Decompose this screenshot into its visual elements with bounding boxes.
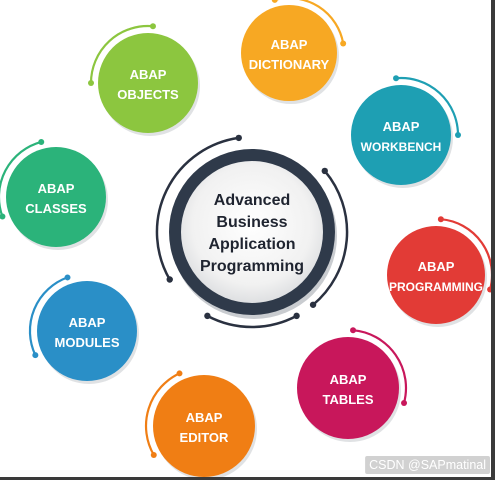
node-tables: ABAP TABLES <box>297 327 408 442</box>
center-disc <box>181 161 323 303</box>
node-circle <box>387 226 485 324</box>
frame-edge-right <box>491 0 495 480</box>
node-accent-dot <box>176 370 183 377</box>
center-arc-right-dot <box>321 167 328 175</box>
node-label-dictionary: DICTIONARY <box>249 57 330 72</box>
center-arc-bottom <box>206 314 298 329</box>
node-accent-dot <box>32 352 39 359</box>
center-outer-arcs <box>155 134 349 329</box>
center-title-line: Business <box>216 214 287 231</box>
watermark-backdrop <box>365 456 490 474</box>
node-accent-dot <box>271 0 278 3</box>
node-label-modules: ABAP <box>69 315 106 330</box>
node-circle <box>98 33 198 133</box>
node-accent-dot <box>149 23 156 30</box>
center-arc-right-dot <box>309 301 317 308</box>
center-title-line: Advanced <box>214 192 290 209</box>
node-accent-dot <box>88 80 94 86</box>
node-label-programming: ABAP <box>418 259 455 274</box>
node-accent-arc <box>0 140 43 218</box>
center-arc-left-dot <box>235 134 242 142</box>
center-title-line: Programming <box>200 258 304 275</box>
node-label-editor: ABAP <box>186 410 223 425</box>
node-label-tables: TABLES <box>322 392 373 407</box>
node-label-dictionary: ABAP <box>271 37 308 52</box>
node-circle <box>37 281 137 381</box>
center-arc-right <box>311 169 349 307</box>
node-label-editor: EDITOR <box>180 430 229 445</box>
node-accent-dot <box>350 327 357 334</box>
node-accent-dot <box>150 452 157 458</box>
node-circle <box>153 375 255 477</box>
node-label-workbench: ABAP <box>383 119 420 134</box>
node-editor: ABAP EDITOR <box>144 370 257 480</box>
node-classes: ABAP CLASSES <box>0 138 108 250</box>
node-accent-arc <box>394 76 460 137</box>
node-accent-arc <box>352 329 408 405</box>
node-circle <box>6 147 106 247</box>
node-circle <box>351 85 451 185</box>
node-accent-arc <box>273 0 345 45</box>
node-accent-dot <box>0 213 6 220</box>
node-label-classes: CLASSES <box>25 201 87 216</box>
node-dictionary: ABAP DICTIONARY <box>241 0 347 104</box>
node-label-classes: ABAP <box>38 181 75 196</box>
frame-edge-bottom <box>0 477 495 480</box>
node-accent-arc <box>144 372 181 457</box>
node-label-tables: ABAP <box>330 372 367 387</box>
node-label-modules: MODULES <box>55 335 120 350</box>
node-accent-arc <box>28 276 69 357</box>
node-label-objects: ABAP <box>130 67 167 82</box>
watermark-layer: CSDN @SAPmatinal <box>365 456 490 474</box>
node-circle <box>297 337 399 439</box>
node-accent-arc <box>89 24 155 85</box>
center-arc-bottom-dot <box>293 312 300 320</box>
node-accent-dot <box>393 75 400 82</box>
center-arc-left-dot <box>166 276 173 283</box>
node-label-programming: PROGRAMMING <box>389 280 483 294</box>
node-accent-dot <box>64 274 71 281</box>
node-programming: ABAP PROGRAMMING <box>387 216 494 327</box>
node-modules: ABAP MODULES <box>28 274 139 384</box>
node-accent-dot <box>437 216 444 223</box>
node-accent-dot <box>401 400 408 407</box>
node-accent-dot <box>455 132 461 138</box>
node-workbench: ABAP WORKBENCH <box>351 75 461 188</box>
node-circle <box>241 5 337 101</box>
center-arc-bottom-dot <box>204 312 211 320</box>
center-arc-left <box>155 136 241 281</box>
center-title-line: Application <box>208 236 295 253</box>
watermark-text: CSDN @SAPmatinal <box>369 458 486 472</box>
node-label-objects: OBJECTS <box>117 87 179 102</box>
node-accent-dot <box>340 40 347 47</box>
node-label-workbench: WORKBENCH <box>361 140 442 154</box>
node-objects: ABAP OBJECTS <box>88 23 200 136</box>
node-accent-dot <box>38 138 45 145</box>
